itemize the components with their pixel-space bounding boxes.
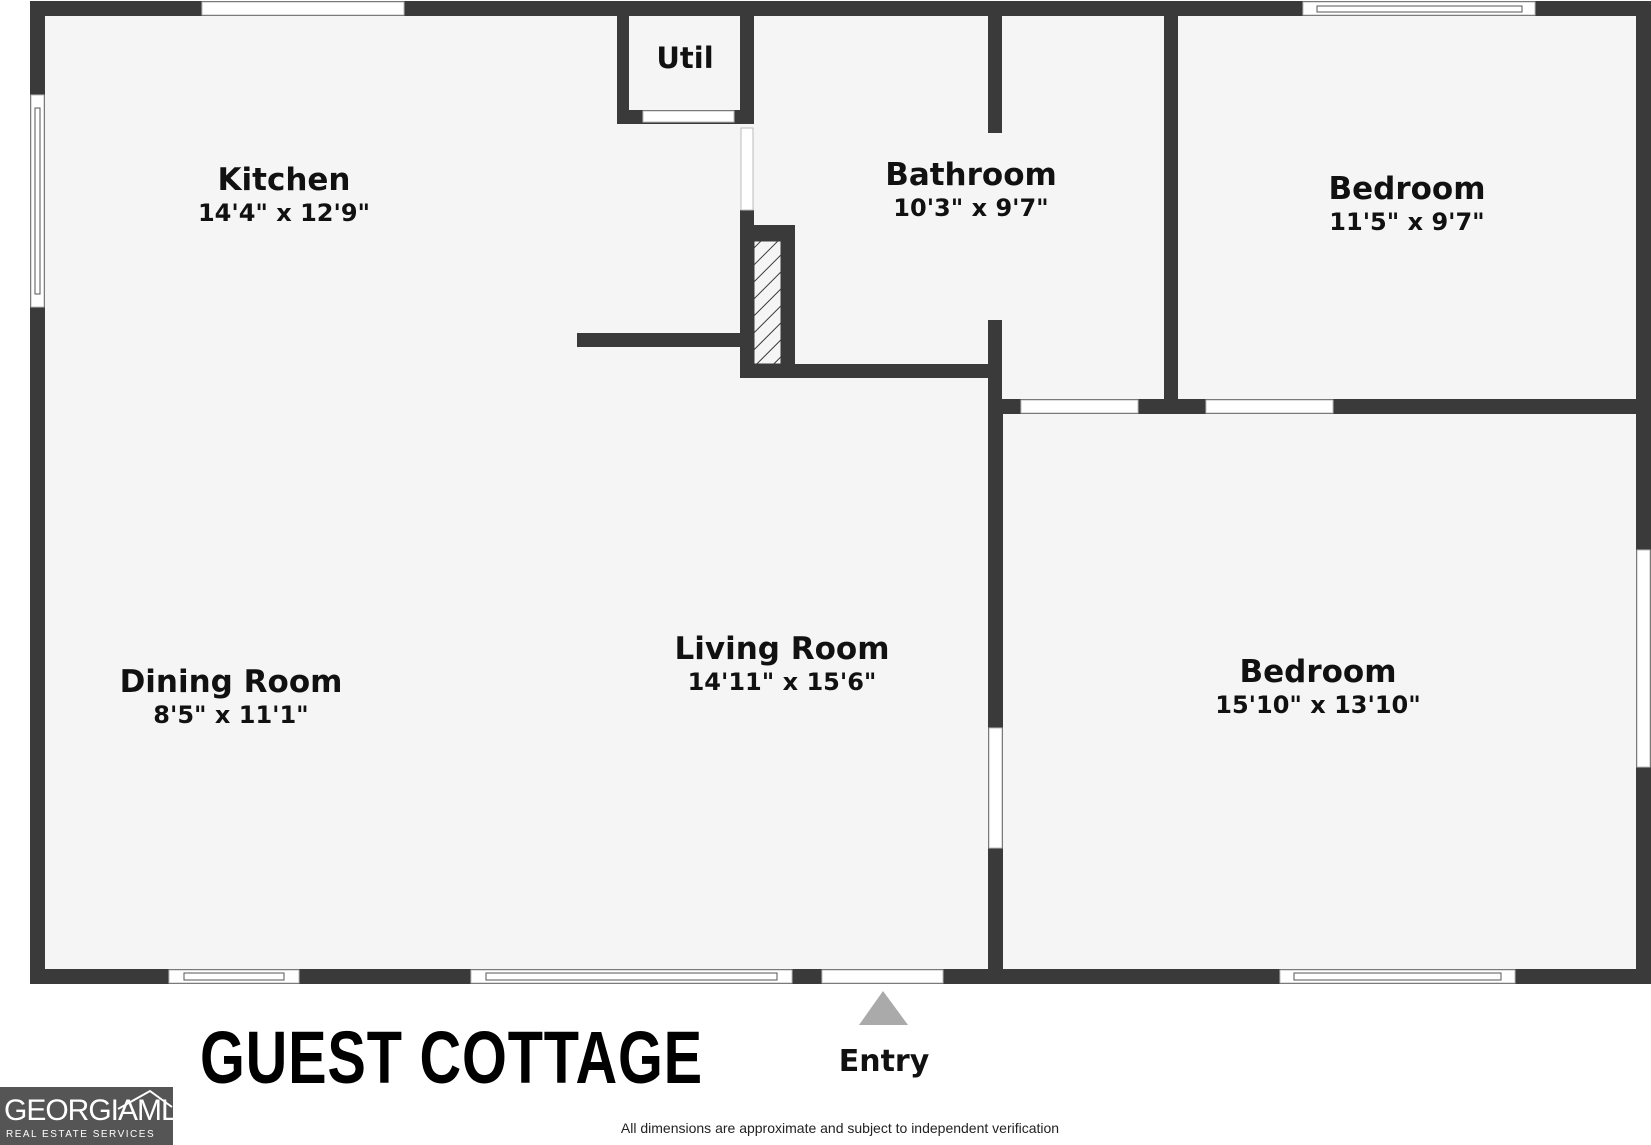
entry-label: Entry <box>838 1044 930 1079</box>
window-living-bottom <box>470 969 793 984</box>
window-bedroom-top <box>1302 1 1536 16</box>
room-bedroom-top: Bedroom 11'5" x 9'7" <box>1328 171 1485 237</box>
entry-arrow-icon <box>859 991 908 1025</box>
wall-living-bedroom <box>988 399 1003 984</box>
floor-area <box>37 8 1645 977</box>
door-bedroom-top <box>1205 399 1334 414</box>
wall-bath-bedroom <box>1164 8 1178 412</box>
room-dimensions: 8'5" x 11'1" <box>153 701 309 729</box>
room-name: Bedroom <box>1328 171 1486 207</box>
room-dimensions: 14'11" x 15'6" <box>687 668 877 696</box>
plan-title: GUEST COTTAGE <box>200 1016 703 1099</box>
window-bedroom-bottom <box>1279 969 1516 984</box>
wall-util-right <box>740 8 754 124</box>
window-dining-bottom-frame <box>183 972 285 981</box>
window-kitchen-top <box>201 1 405 16</box>
window-dining-bottom <box>168 969 300 984</box>
logo-subtitle: REAL ESTATE SERVICES <box>6 1129 156 1140</box>
wall-right <box>1636 1 1651 984</box>
room-kitchen: Kitchen 14'4" x 12'9" <box>198 162 370 228</box>
door-util <box>642 110 735 123</box>
window-bedroom-right <box>1636 549 1651 768</box>
disclaimer: All dimensions are approximate and subje… <box>620 1120 1060 1136</box>
wall-bath-stub-mid <box>988 320 1002 420</box>
door-bedroom-living <box>988 727 1003 849</box>
window-bedroom-bottom-frame <box>1293 972 1502 981</box>
door-kitchen-bath <box>740 127 754 211</box>
room-dimensions: 15'10" x 13'10" <box>1215 691 1421 719</box>
room-living-room: Living Room 14'11" x 15'6" <box>674 631 889 697</box>
door-entry <box>821 969 944 984</box>
room-dimensions: 11'5" x 9'7" <box>1329 208 1485 236</box>
door-bath <box>1020 399 1139 414</box>
openings <box>30 1 1651 984</box>
room-bedroom-bottom: Bedroom 15'10" x 13'10" <box>1215 654 1421 720</box>
room-name: Bedroom <box>1239 654 1397 690</box>
room-name: Living Room <box>674 631 890 667</box>
wall-top <box>30 1 1651 16</box>
chimney <box>753 240 782 365</box>
room-dimensions: 10'3" x 9'7" <box>893 194 1049 222</box>
window-kitchen-left-frame <box>34 107 41 295</box>
window-kitchen-left <box>30 94 45 308</box>
wall-util-left <box>617 8 629 124</box>
room-name: Bathroom <box>885 157 1057 193</box>
window-bedroom-top-frame <box>1316 5 1523 13</box>
room-bathroom: Bathroom 10'3" x 9'7" <box>885 157 1057 223</box>
room-util: Util <box>656 41 713 75</box>
window-living-bottom-frame <box>485 972 778 981</box>
georgia-mls-logo: GEORGIAMLS REAL ESTATE SERVICES <box>0 1087 197 1145</box>
room-dining-room: Dining Room 8'5" x 11'1" <box>120 664 343 730</box>
roof-icon <box>117 1089 173 1110</box>
wall-counter <box>577 333 754 347</box>
room-name: Dining Room <box>119 664 343 700</box>
wall-bath-stub-top <box>988 8 1002 133</box>
wall-bath-bottom <box>740 364 995 378</box>
room-name: Kitchen <box>217 162 351 198</box>
room-dimensions: 14'4" x 12'9" <box>197 199 371 227</box>
logo-text: GEORGIAMLS <box>4 1094 197 1127</box>
room-name: Util <box>656 41 714 75</box>
